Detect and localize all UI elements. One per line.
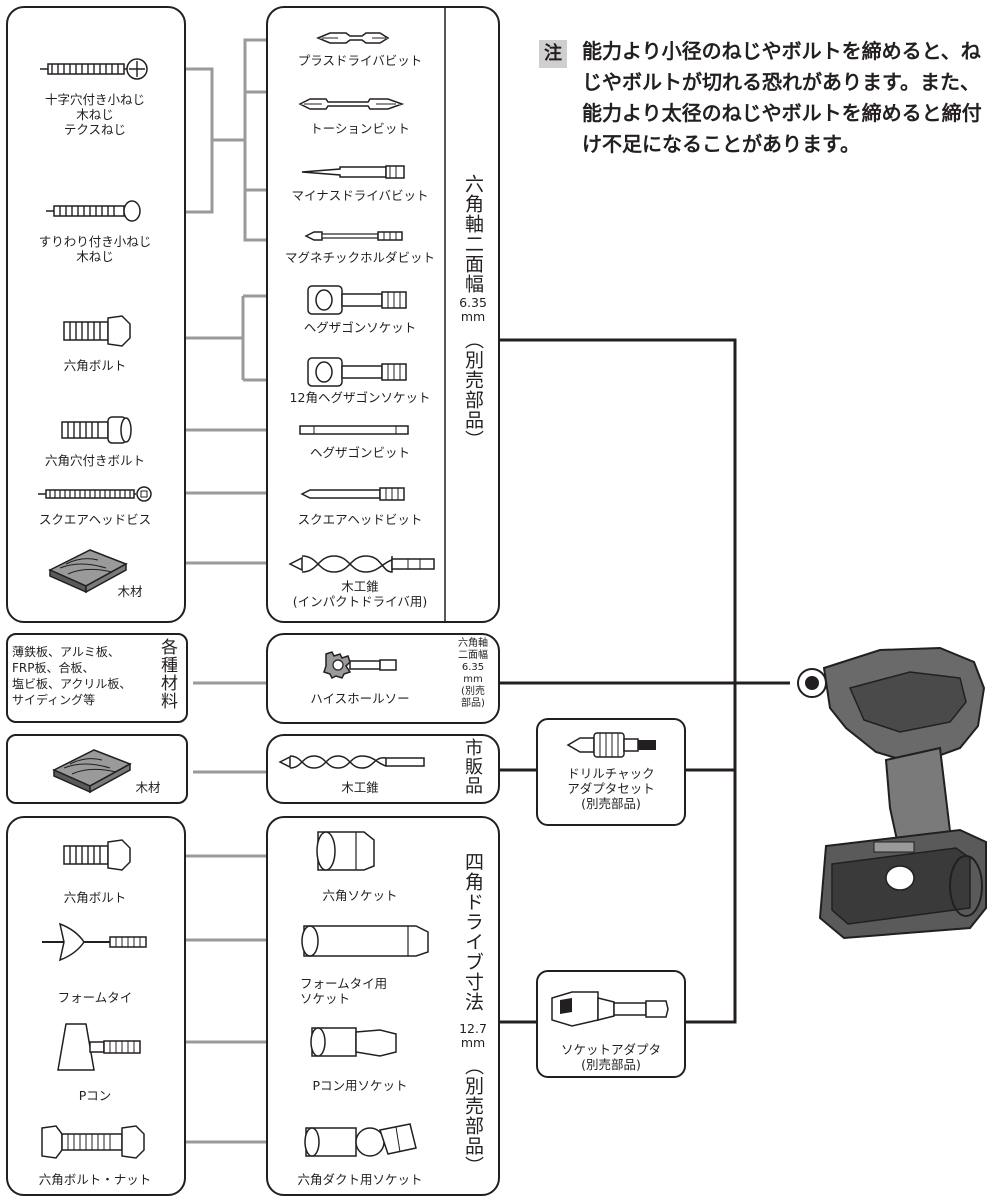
wood-block-icon xyxy=(48,549,128,594)
duct-socket-icon xyxy=(304,1123,417,1157)
square-head-screw-icon xyxy=(38,486,152,502)
bit-label: プラスドライバビット xyxy=(297,53,423,68)
form-tie-icon xyxy=(42,922,147,962)
group-top-label: 六角軸二面幅 xyxy=(462,174,484,294)
fastener-label: 十字穴付き小ねじ 木ねじ テクスねじ xyxy=(44,92,145,137)
bit-label: ヘグザゴンビット xyxy=(309,445,410,460)
group-bottom-label-2: （別売部品） xyxy=(462,1056,484,1176)
fasteners-top-box xyxy=(6,6,186,623)
wood-auger-bit-icon xyxy=(288,555,435,573)
phillips-bit-icon xyxy=(316,32,390,44)
hole-saw-icon xyxy=(323,651,397,680)
materials-tag: 各種材料 xyxy=(157,638,177,710)
group-top-size: 6.35 mm xyxy=(459,295,487,324)
group-top-label-2: （別売部品） xyxy=(462,330,484,450)
socket-adapter-icon xyxy=(551,991,669,1027)
wood2-label: 木材 xyxy=(135,780,161,795)
hex-bolt-icon xyxy=(63,839,131,871)
fastener-label: 六角穴付きボルト xyxy=(44,453,145,468)
group-bottom-label: 四角ドライブ寸法 xyxy=(462,852,484,1012)
torsion-bit-icon xyxy=(298,98,405,110)
impact-driver-icon xyxy=(797,646,987,940)
socket-label: 六角ダクト用ソケット xyxy=(297,1172,423,1187)
holesaw-group: 六角軸 二面幅 6.35 mm (別売 部品) xyxy=(458,638,488,709)
socket-label: Pコン用ソケット xyxy=(312,1078,408,1093)
socket-label: フォームタイ用 ソケット xyxy=(300,976,388,1006)
holesaw-box xyxy=(266,633,500,724)
socket-adapter-box xyxy=(536,970,686,1078)
fastener-label: すりわり付き小ねじ 木ねじ xyxy=(38,234,152,264)
socket-head-bolt-icon xyxy=(61,416,132,444)
form-tie-socket-icon xyxy=(301,925,429,957)
12pt-hex-socket-icon xyxy=(307,357,407,387)
fastener-label: フォームタイ xyxy=(57,990,133,1005)
p-cone-icon xyxy=(57,1023,141,1071)
wood2-box xyxy=(6,734,188,804)
hex-bolt-icon xyxy=(63,315,131,347)
wood-auger-icon xyxy=(278,755,425,769)
fastener-label: スクエアヘッドビス xyxy=(38,512,152,527)
fasteners-bottom-box xyxy=(6,816,186,1196)
square-head-bit-icon xyxy=(300,487,405,501)
hex-socket-icon xyxy=(316,831,375,871)
group-bottom-size: 12.7 mm xyxy=(459,1021,487,1050)
socket-adapter-label: ソケットアダプタ (別売部品) xyxy=(560,1042,661,1072)
auger-group: 市販品 xyxy=(462,738,483,795)
phillips-screw-icon xyxy=(40,58,148,80)
note-text: 能力より小径のねじやボルトを締めると、ねじやボルトが切れる恐れがあります。また、… xyxy=(582,39,982,156)
flathead-bit-icon xyxy=(301,165,405,179)
auger-box xyxy=(266,734,500,804)
fastener-label: 六角ボルト xyxy=(63,358,127,373)
note-mark: 注 xyxy=(539,40,567,68)
holesaw-label: ハイスホールソー xyxy=(310,691,410,706)
bit-label: マグネチックホルダビット xyxy=(284,250,435,265)
bit-label: 木工錐 (インパクトドライバ用) xyxy=(292,579,428,609)
fastener-label: 六角ボルト・ナット xyxy=(38,1172,152,1187)
drill-chuck-label: ドリルチャック アダプタセット (別売部品) xyxy=(567,766,655,811)
materials-box xyxy=(6,633,188,723)
bit-label: マイナスドライバビット xyxy=(291,188,429,203)
bit-label: スクエアヘッドビット xyxy=(297,512,423,527)
bit-label: トーションビット xyxy=(310,121,410,136)
drill-chuck-icon xyxy=(566,732,656,758)
hex-socket-icon xyxy=(307,285,407,315)
bit-label: 12角ヘグザゴンソケット xyxy=(289,390,431,405)
bit-label: ヘグザゴンソケット xyxy=(303,320,417,335)
socket-label: 六角ソケット xyxy=(322,888,398,903)
fastener-label: Pコン xyxy=(78,1088,112,1103)
wood-block-icon xyxy=(52,749,132,794)
slotted-screw-icon xyxy=(46,200,141,222)
hex-bit-icon xyxy=(299,425,409,435)
hex-bolt-nut-icon xyxy=(41,1125,145,1159)
p-cone-socket-icon xyxy=(310,1027,397,1057)
fastener-label: 木材 xyxy=(117,584,143,599)
magnetic-holder-bit-icon xyxy=(304,231,403,241)
materials-label: 薄鉄板、アルミ板、 FRP板、合板、 塩ビ板、アクリル板、 サイディング等 xyxy=(12,645,132,707)
fastener-label: 六角ボルト xyxy=(63,890,127,905)
auger-label: 木工錐 xyxy=(341,780,379,795)
